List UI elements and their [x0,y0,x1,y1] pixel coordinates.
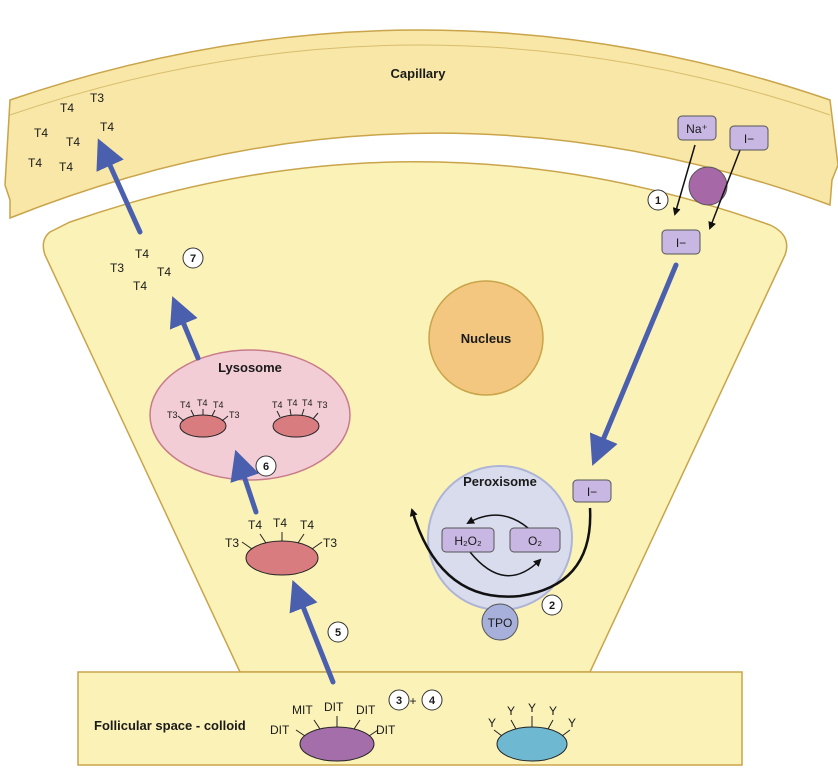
capillary-hormone: T3 [90,91,104,105]
endocytosis-arrow [289,580,336,685]
capillary-hormone: T4 [100,120,114,134]
iodide-box-peroxisome [572,479,612,503]
nucleus [428,280,544,396]
nis-transporter [688,166,728,206]
tg-residue: T4 [287,398,298,408]
tg-residue: DIT [356,703,376,717]
sodium-box [677,115,717,141]
o2-box [509,527,561,553]
tg-residue: T3 [317,400,328,410]
iodide-label: I− [744,132,754,146]
released-hormone: T3 [110,261,124,275]
released-hormone: T4 [157,265,171,279]
tg-residue: T4 [197,398,208,408]
tg-residue: T4 [273,516,287,530]
released-hormone: T4 [135,247,149,261]
step-2: 2 [549,600,555,612]
h2o2-box [441,527,495,553]
nucleus-label: Nucleus [461,331,512,346]
lysosome-label: Lysosome [218,360,282,375]
tg-residue: Y [568,716,576,730]
step-3: 3 [396,695,402,707]
secretion-arrow [96,138,143,235]
tg-residue: Y [528,701,536,715]
tg-residue: DIT [376,723,396,737]
tpo-enzyme [481,603,519,641]
capillary-label: Capillary [391,66,447,81]
release-arrow [169,296,201,361]
iodide-oxidation-arc [409,507,592,598]
colloid-thyroglobulin-plain: Y Y Y Y Y [488,701,576,762]
tg-residue: T4 [248,518,262,532]
capillary-hormones: T4 T3 T4 T4 T4 T4 T4 [28,91,114,174]
tg-residue: T3 [323,536,337,550]
cycle-arrow-upper [466,514,529,529]
tg-residue: MIT [292,703,313,717]
capillary-hormone: T4 [60,101,74,115]
tg-residue: T4 [300,518,314,532]
capillary-hormone: T4 [66,135,80,149]
colloid-label: Follicular space - colloid [94,718,246,733]
colloid-space [77,671,743,766]
tg-residue: T3 [229,410,240,420]
tg-residue: T3 [225,536,239,550]
tg-residue: T4 [213,400,224,410]
tg-residue: T3 [167,410,178,420]
lysosome-fusion-arrow [230,449,259,515]
step-1: 1 [655,195,661,207]
released-hormone: T4 [133,279,147,293]
endocytosed-thyroglobulin: T3 T4 T4 T4 T3 [225,516,337,576]
tg-residue: Y [507,704,515,718]
h2o2-label: H₂O₂ [454,534,482,548]
iodide-box-cytoplasm [661,229,701,255]
step-4: 4 [429,695,436,707]
tpo-label: TPO [488,616,513,630]
tg-residue: T4 [180,400,191,410]
step-7: 7 [190,253,196,265]
sodium-label: Na⁺ [686,122,708,136]
tg-residue: T4 [272,400,283,410]
o2-label: O₂ [528,534,542,548]
peroxisome-label: Peroxisome [463,474,537,489]
tg-residue: Y [488,716,496,730]
tg-residue: DIT [270,723,290,737]
lysosome-thyroglobulin-1: T3 T4 T4 T4 T3 [167,398,240,438]
iodide-label: I− [587,485,597,499]
iodide-label: I− [676,236,686,250]
step-plus: + [409,694,416,708]
released-hormones: T4 T3 T4 T4 [110,247,171,293]
iodide-uptake-arrow [708,149,741,230]
tg-residue: Y [549,704,557,718]
transport-arrows [96,138,679,685]
step-6: 6 [263,461,269,473]
cycle-arrow-lower [469,551,542,577]
capillary-hormone: T4 [34,126,48,140]
tg-residue: DIT [324,700,344,714]
lysosome-thyroglobulin-2: T4 T4 T4 T3 [272,398,328,438]
iodide-transport-arrow [589,262,679,466]
tg-residue: T4 [302,398,313,408]
capillary-hormone: T4 [59,160,73,174]
step-5: 5 [335,627,341,639]
capillary-hormone: T4 [28,156,42,170]
colloid-thyroglobulin-iodinated: DIT MIT DIT DIT DIT [270,700,396,762]
capillary [4,29,838,220]
sodium-arrow [672,144,696,216]
step-markers: 1 2 3 + 4 5 6 7 [182,189,669,711]
iodide-box-capillary [729,125,769,151]
